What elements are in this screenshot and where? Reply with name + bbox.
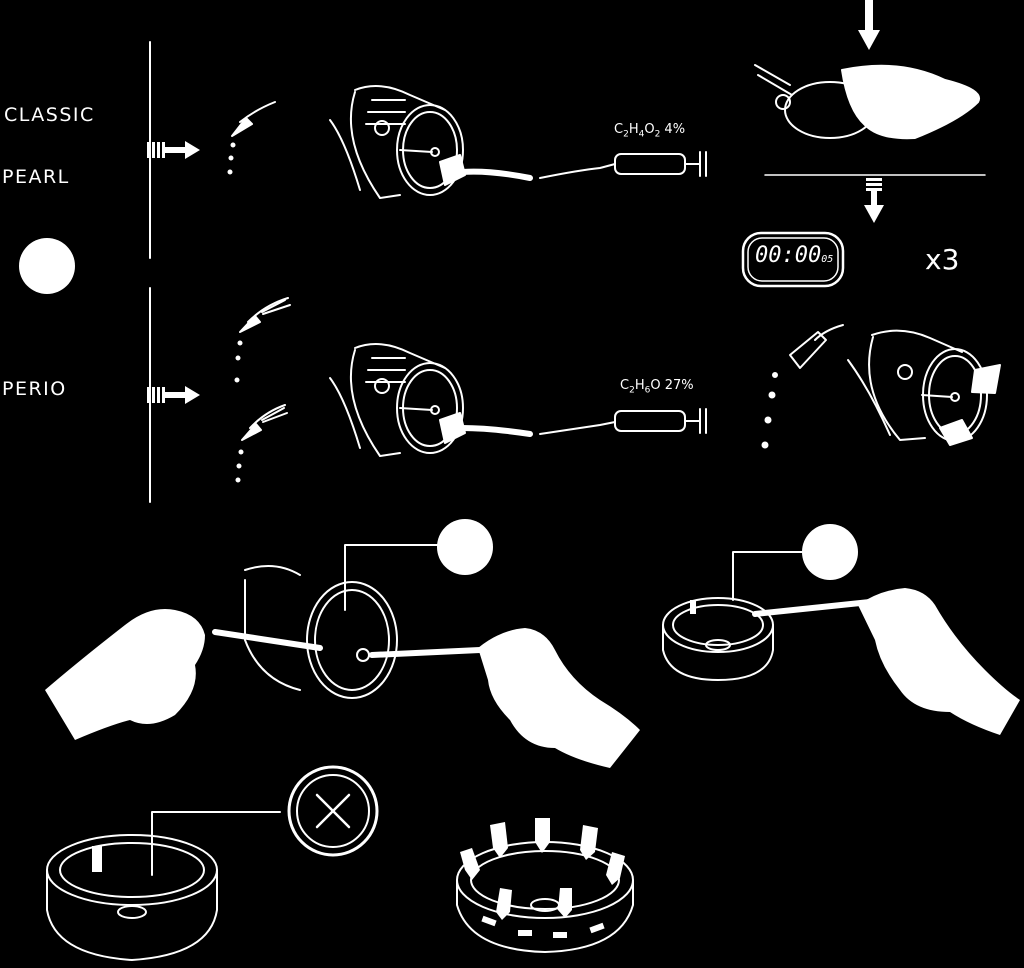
hand-right-icon (478, 628, 640, 768)
nut-inspect-icon (46, 834, 218, 961)
insert-arrow-bottom (147, 386, 200, 404)
timer-display: 00:0005 (755, 243, 834, 268)
hand-nut-icon (858, 588, 1020, 735)
flow-arrow-perio (459, 425, 533, 437)
handpiece-head-perio-icon (329, 343, 466, 457)
handpiece-head-wipe-icon (847, 329, 1001, 446)
syringe-top-icon (539, 151, 707, 179)
chemical-alcohol-formula: C2H6O 27% (620, 378, 694, 396)
label-perio: PERIO (2, 378, 67, 400)
callout-dot-left-icon (344, 519, 493, 611)
down-arrow-icon (864, 178, 884, 223)
nut-arrows-icon (456, 841, 634, 953)
repeat-count: x3 (925, 243, 960, 276)
label-classic: CLASSIC (4, 104, 95, 126)
timer-frame (741, 231, 845, 288)
chemical-acid-formula: C2H4O2 4% (614, 122, 686, 140)
callout-dot-right-icon (732, 524, 858, 601)
tip-perio-1-icon (234, 297, 291, 383)
nut-cleaning-icon (662, 597, 873, 681)
indicator-dot (19, 238, 75, 294)
label-pearl: PEARL (2, 166, 70, 188)
handpiece-head-top-icon (329, 85, 466, 199)
hand-left-icon (45, 609, 205, 740)
tip-perio-2-icon (235, 404, 288, 483)
direction-arrows-icon (460, 818, 625, 938)
insert-arrow-top (147, 141, 200, 159)
syringe-perio-icon (539, 408, 707, 435)
callout-inspect-icon (151, 765, 379, 876)
tip-classic-icon (227, 101, 276, 175)
handpiece-cleaning-icon (212, 565, 483, 699)
flow-arrow-top (459, 168, 533, 181)
press-arrow-icon (858, 0, 880, 50)
tip-rinse-icon (761, 324, 844, 449)
handpiece-with-cloth-icon (754, 64, 981, 140)
